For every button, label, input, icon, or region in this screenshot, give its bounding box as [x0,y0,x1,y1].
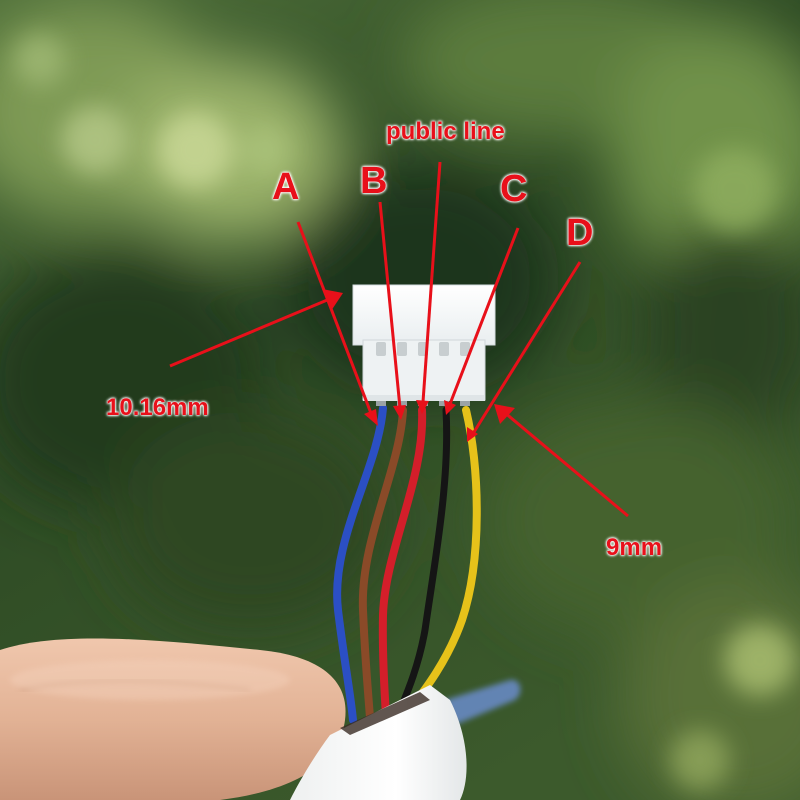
arrow-10-16mm [169,289,343,368]
finger [0,638,346,800]
arrow-9mm [494,404,629,518]
annotation-arrows [169,161,629,518]
label-connector-width: 10.16mm [106,394,209,421]
arrow-public-line [416,161,442,414]
label-a: A [272,166,300,208]
wire-bundle [333,404,481,724]
label-d: D [566,212,594,254]
label-c: C [500,168,528,210]
blue-part [445,679,521,725]
arrow-d [467,261,582,442]
label-public-line: public line [386,118,505,145]
label-b: B [360,160,388,202]
label-pin-pitch: 9mm [606,534,663,561]
arrow-b [378,201,406,420]
arrow-a [296,221,378,426]
arrow-c [444,227,520,415]
motor-body [290,685,467,800]
